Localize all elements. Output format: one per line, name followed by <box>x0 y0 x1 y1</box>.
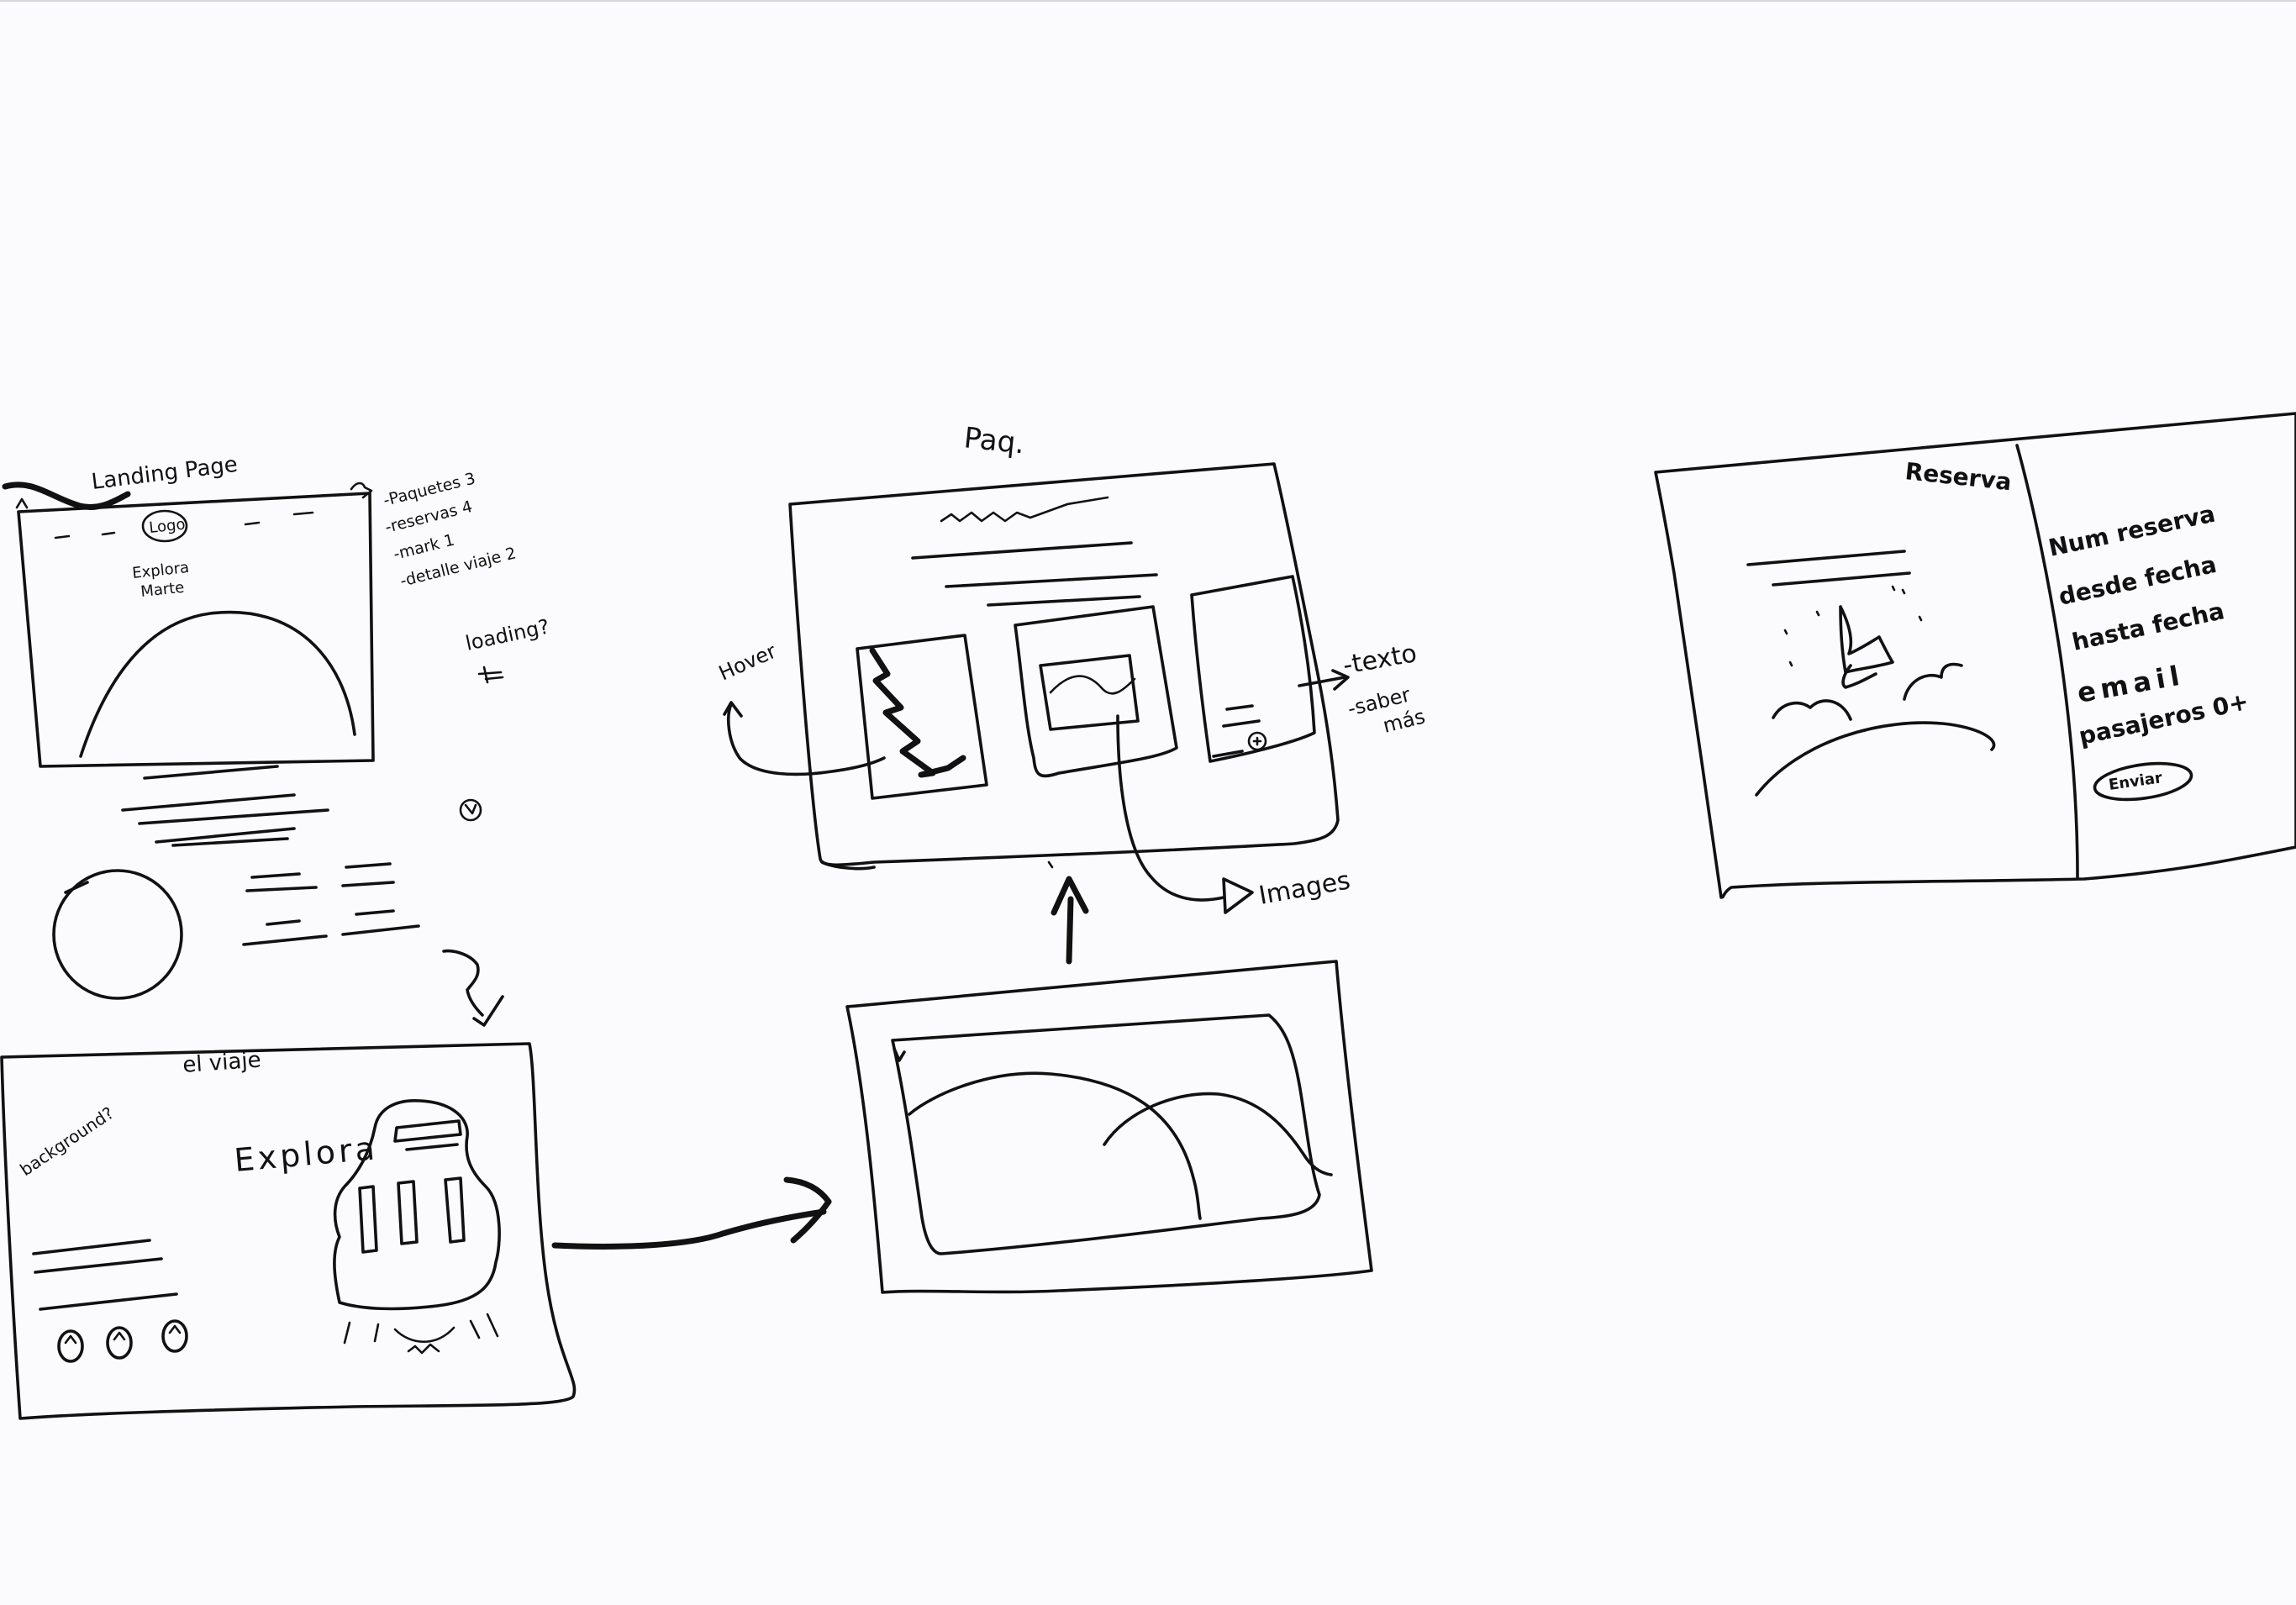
hover-note: Hover <box>715 639 780 686</box>
logo-circle <box>141 509 188 543</box>
hero-text-marte: Marte <box>140 579 185 601</box>
landing-notes: -Paquetes 3 -reservas 4 -mark 1 -detalle… <box>382 469 518 590</box>
reserva-form-fields: Num reserva desde fecha hasta fecha emai… <box>2046 500 2251 750</box>
el-viaje-sketch: el viaje background? Explora <box>0 1042 577 1420</box>
enviar-button-sketch <box>2093 761 2193 802</box>
landing-page-title: Landing Page <box>90 452 239 495</box>
texto-note: -texto <box>1340 639 1419 681</box>
paq-title: Paq. <box>962 421 1026 460</box>
flow-arrow-up <box>1066 896 1074 965</box>
reserva-title: Reserva <box>1904 457 2013 496</box>
field-num-reserva: Num reserva <box>2046 500 2218 562</box>
background-note: background? <box>16 1102 117 1180</box>
logo-text: Logo <box>148 516 186 537</box>
enviar-button-label: Enviar <box>2108 769 2163 794</box>
reserva-sketch: Reserva Num reserva desde fecha hasta fe… <box>1654 412 2296 899</box>
note-mark: -mark 1 <box>392 531 456 564</box>
field-hasta-fecha: hasta fecha <box>2070 597 2227 656</box>
flow-arrow-up-head <box>1051 876 1089 916</box>
paq-hero-sketch <box>845 960 1373 1294</box>
avatar-circle-sketch <box>52 869 183 1000</box>
images-note: Images <box>1256 866 1352 910</box>
loading-note: loading? <box>463 614 551 655</box>
paquetes-sketch: Paq. -texto -saber más Hover Images <box>715 421 1428 914</box>
field-email: email <box>2075 659 2187 709</box>
flow-arrow-head <box>783 1176 832 1244</box>
landing-page-sketch: Landing Page Logo Explora Marte -Paquete… <box>2 452 551 1027</box>
flow-arrow-to-paq-hero <box>551 1208 827 1250</box>
